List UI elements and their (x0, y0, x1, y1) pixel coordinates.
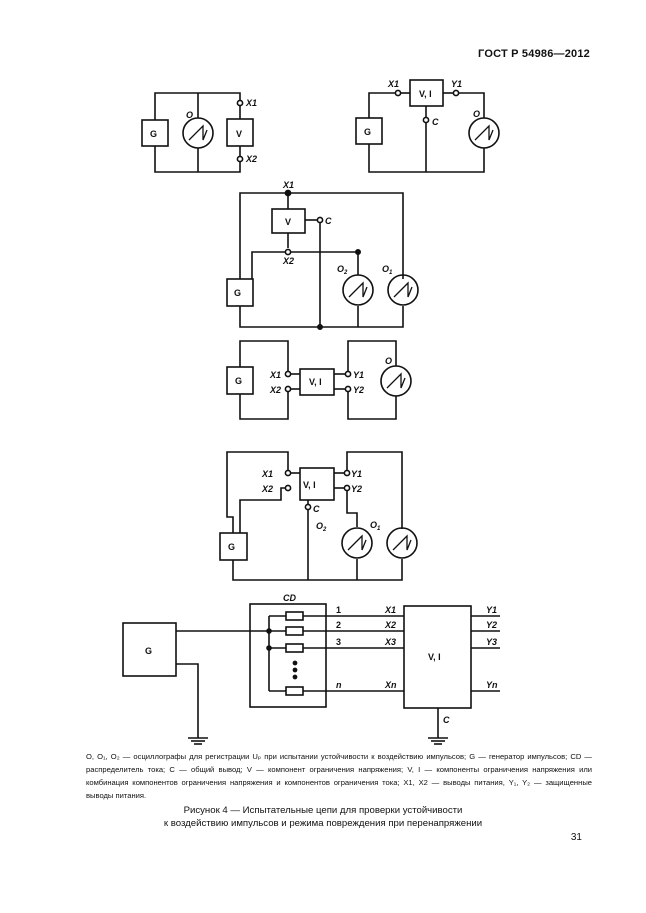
d5-y2-label: Y2 (351, 484, 362, 494)
d2-o-label: O (473, 109, 480, 119)
legend-text: O, O₁, O₂ — осциллографы для регистрации… (86, 752, 592, 800)
d6-y2-label: Y2 (486, 620, 497, 630)
d2-c-label: C (432, 117, 439, 127)
d3-v-label: V (285, 217, 291, 227)
vi-component-box (409, 79, 444, 107)
d3-o1-label: O1 (382, 264, 393, 276)
d4-g-label: G (235, 376, 242, 386)
diagram-5 (219, 451, 418, 581)
d4-x1-label: X1 (269, 370, 281, 380)
diagram-6 (122, 603, 500, 745)
d6-xn-label: Xn (384, 680, 397, 690)
oscilloscope-o1-icon (386, 527, 418, 559)
vi-component-box (299, 467, 335, 501)
d2-g-label: G (364, 127, 371, 137)
oscilloscope-o2-icon (342, 274, 374, 306)
d6-x1-label: X1 (384, 605, 396, 615)
standard-header: ГОСТ Р 54986—2012 (478, 48, 590, 60)
generator-box (226, 278, 254, 307)
d1-x2-label: X2 (245, 154, 257, 164)
generator-box (226, 366, 254, 395)
d3-o2-label: O2 (337, 264, 348, 276)
d4-o-label: O (385, 356, 392, 366)
d4-x2-label: X2 (269, 385, 281, 395)
d6-n1-label: 1 (336, 605, 341, 615)
d5-vi-label: V, I (303, 480, 316, 490)
figure-legend: O, O₁, O₂ — осциллографы для регистрации… (86, 750, 592, 802)
page-number: 31 (570, 832, 582, 843)
caption-line-2: к воздействию импульсов и режима поврежд… (163, 818, 483, 829)
d6-n3-label: 3 (336, 637, 341, 647)
d4-y2-label: Y2 (353, 385, 364, 395)
oscilloscope-o1-icon (387, 274, 419, 306)
figure-caption: Рисунок 4 — Испытательные цепи для прове… (0, 804, 646, 830)
d6-x3-label: X3 (384, 637, 396, 647)
d6-vi-label: V, I (428, 652, 441, 662)
generator-box (122, 622, 177, 677)
generator-box (355, 117, 383, 145)
d1-g-label: G (150, 129, 157, 139)
v-component-box (271, 208, 306, 234)
d5-o2-label: O2 (316, 521, 327, 533)
d1-x1-label: X1 (245, 98, 257, 108)
v-component-box (226, 118, 254, 147)
d6-c-label: C (443, 715, 450, 725)
d5-x2-label: X2 (261, 484, 273, 494)
current-distributor-box (249, 603, 327, 708)
oscilloscope-icon (468, 117, 500, 149)
diagram-4 (226, 340, 412, 420)
diagram-2 (355, 79, 500, 173)
d5-x1-label: X1 (261, 469, 273, 479)
d2-y1-label: Y1 (451, 79, 462, 89)
d5-y1-label: Y1 (351, 469, 362, 479)
d6-nn-label: n (336, 680, 342, 690)
d6-n2-label: 2 (336, 620, 341, 630)
oscilloscope-o2-icon (341, 527, 373, 559)
vi-component-box (299, 368, 335, 396)
d2-vi-label: V, I (419, 89, 432, 99)
diagram-3 (226, 189, 419, 330)
oscilloscope-icon (380, 365, 412, 397)
d6-y1-label: Y1 (486, 605, 497, 615)
d3-c-label: C (325, 216, 332, 226)
diagram-1 (141, 92, 254, 173)
oscilloscope-icon (182, 117, 214, 149)
d1-v-label: V (236, 129, 242, 139)
d2-x1-label: X1 (387, 79, 399, 89)
d5-o1-label: O1 (370, 520, 381, 532)
d6-yn-label: Yn (486, 680, 498, 690)
d5-c-label: C (313, 504, 320, 514)
d4-y1-label: Y1 (353, 370, 364, 380)
d6-cd-label: CD (283, 593, 296, 603)
d6-y3-label: Y3 (486, 637, 497, 647)
d6-g-label: G (145, 646, 152, 656)
d3-x2-label: X2 (282, 256, 294, 266)
d4-vi-label: V, I (309, 377, 322, 387)
generator-box (141, 119, 169, 147)
d5-g-label: G (228, 542, 235, 552)
d3-g-label: G (234, 288, 241, 298)
caption-line-1: Рисунок 4 — Испытательные цепи для прове… (183, 805, 463, 816)
d6-x2-label: X2 (384, 620, 396, 630)
d1-o-label: O (186, 110, 193, 120)
generator-box (219, 532, 248, 561)
d3-x1-label: X1 (282, 180, 294, 190)
